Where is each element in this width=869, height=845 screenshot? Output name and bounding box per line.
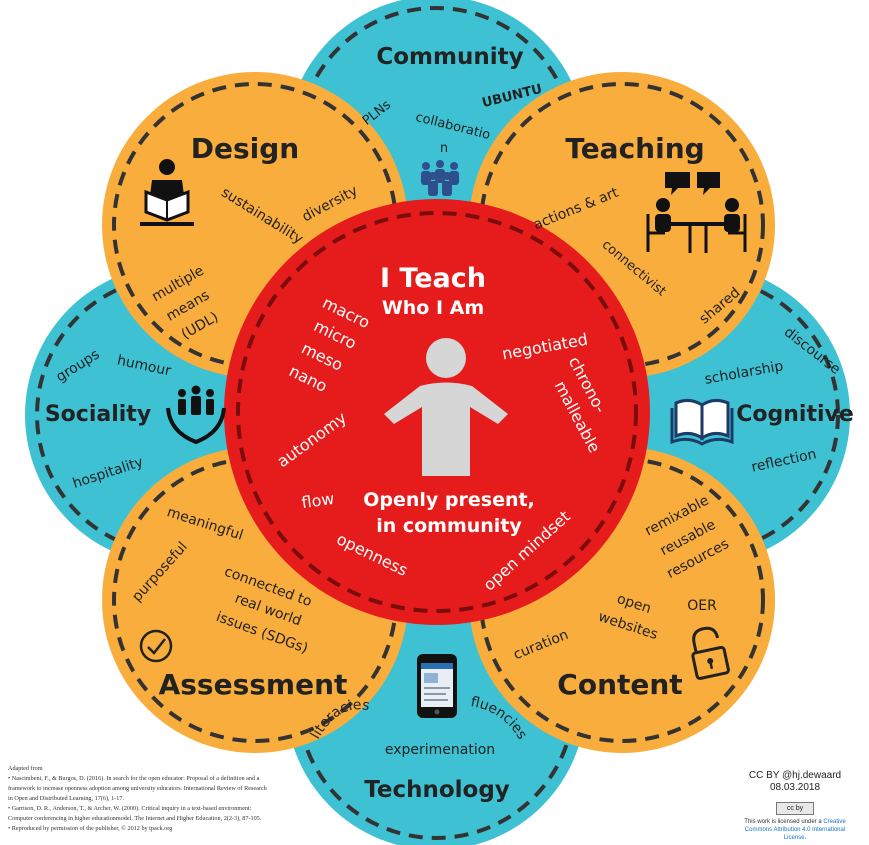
center-bottom-line1: Openly present, xyxy=(363,489,535,511)
license-suffix: . xyxy=(804,835,807,841)
references-heading: Adapted from xyxy=(8,765,43,772)
credit-date: 08.03.2018 xyxy=(769,782,821,793)
open-padlock-icon xyxy=(691,626,730,680)
reference-line: • Garrison, D. R., Anderson, T., & Arche… xyxy=(8,805,252,812)
petal-title-cognitive: Cognitive xyxy=(736,402,854,427)
petal-title-sociality: Sociality xyxy=(45,402,151,427)
license-text: This work is licensed under a Creative C… xyxy=(740,818,850,842)
cc-license-badge[interactable]: cc by xyxy=(776,802,814,815)
reference-line: framework to increase openness adoption … xyxy=(8,785,267,792)
open-book-icon xyxy=(670,398,734,446)
reference-line: • Reproduced by permission of the publis… xyxy=(8,825,173,832)
reference-line: in Open and Distributed Learning, 17(6),… xyxy=(8,795,124,802)
center-keyword-flow: flow xyxy=(300,489,335,512)
petal-title-content: Content xyxy=(557,668,682,701)
reader-icon xyxy=(140,159,194,226)
license-prefix: This work is licensed under a xyxy=(744,819,824,825)
author-credit: CC BY @hj.dewaard 08.03.2018 cc by This … xyxy=(740,770,850,842)
petal-title-technology: Technology xyxy=(364,777,510,803)
person-icon xyxy=(384,338,508,476)
smartphone-icon xyxy=(417,654,457,718)
center-title: I Teach xyxy=(380,263,486,294)
center-subtitle: Who I Am xyxy=(382,297,484,319)
petal-title-teaching: Teaching xyxy=(565,132,704,165)
family-hands-icon xyxy=(166,385,226,445)
keyword-n: n xyxy=(440,141,448,156)
license-link[interactable]: Creative Commons Attribution 4.0 Interna… xyxy=(744,819,846,841)
references-footnote: Adapted from • Nascimbeni, F., & Burgos,… xyxy=(8,764,308,834)
reference-line: Computer conferencing in higher educatio… xyxy=(8,815,262,822)
petal-title-assessment: Assessment xyxy=(159,668,348,701)
conversation-icon xyxy=(646,172,747,253)
keyword-oer: OER xyxy=(687,598,717,614)
checkmark-circle-icon xyxy=(139,629,173,663)
petal-title-design: Design xyxy=(191,132,299,165)
keyword-experimenation: experimenation xyxy=(385,742,495,758)
people-group-icon xyxy=(421,160,459,196)
petal-title-community: Community xyxy=(376,44,523,70)
author-handle: CC BY @hj.dewaard xyxy=(748,770,842,781)
reference-line: • Nascimbeni, F., & Burgos, D. (2016). I… xyxy=(8,775,260,782)
center-bottom-line2: in community xyxy=(376,515,522,537)
